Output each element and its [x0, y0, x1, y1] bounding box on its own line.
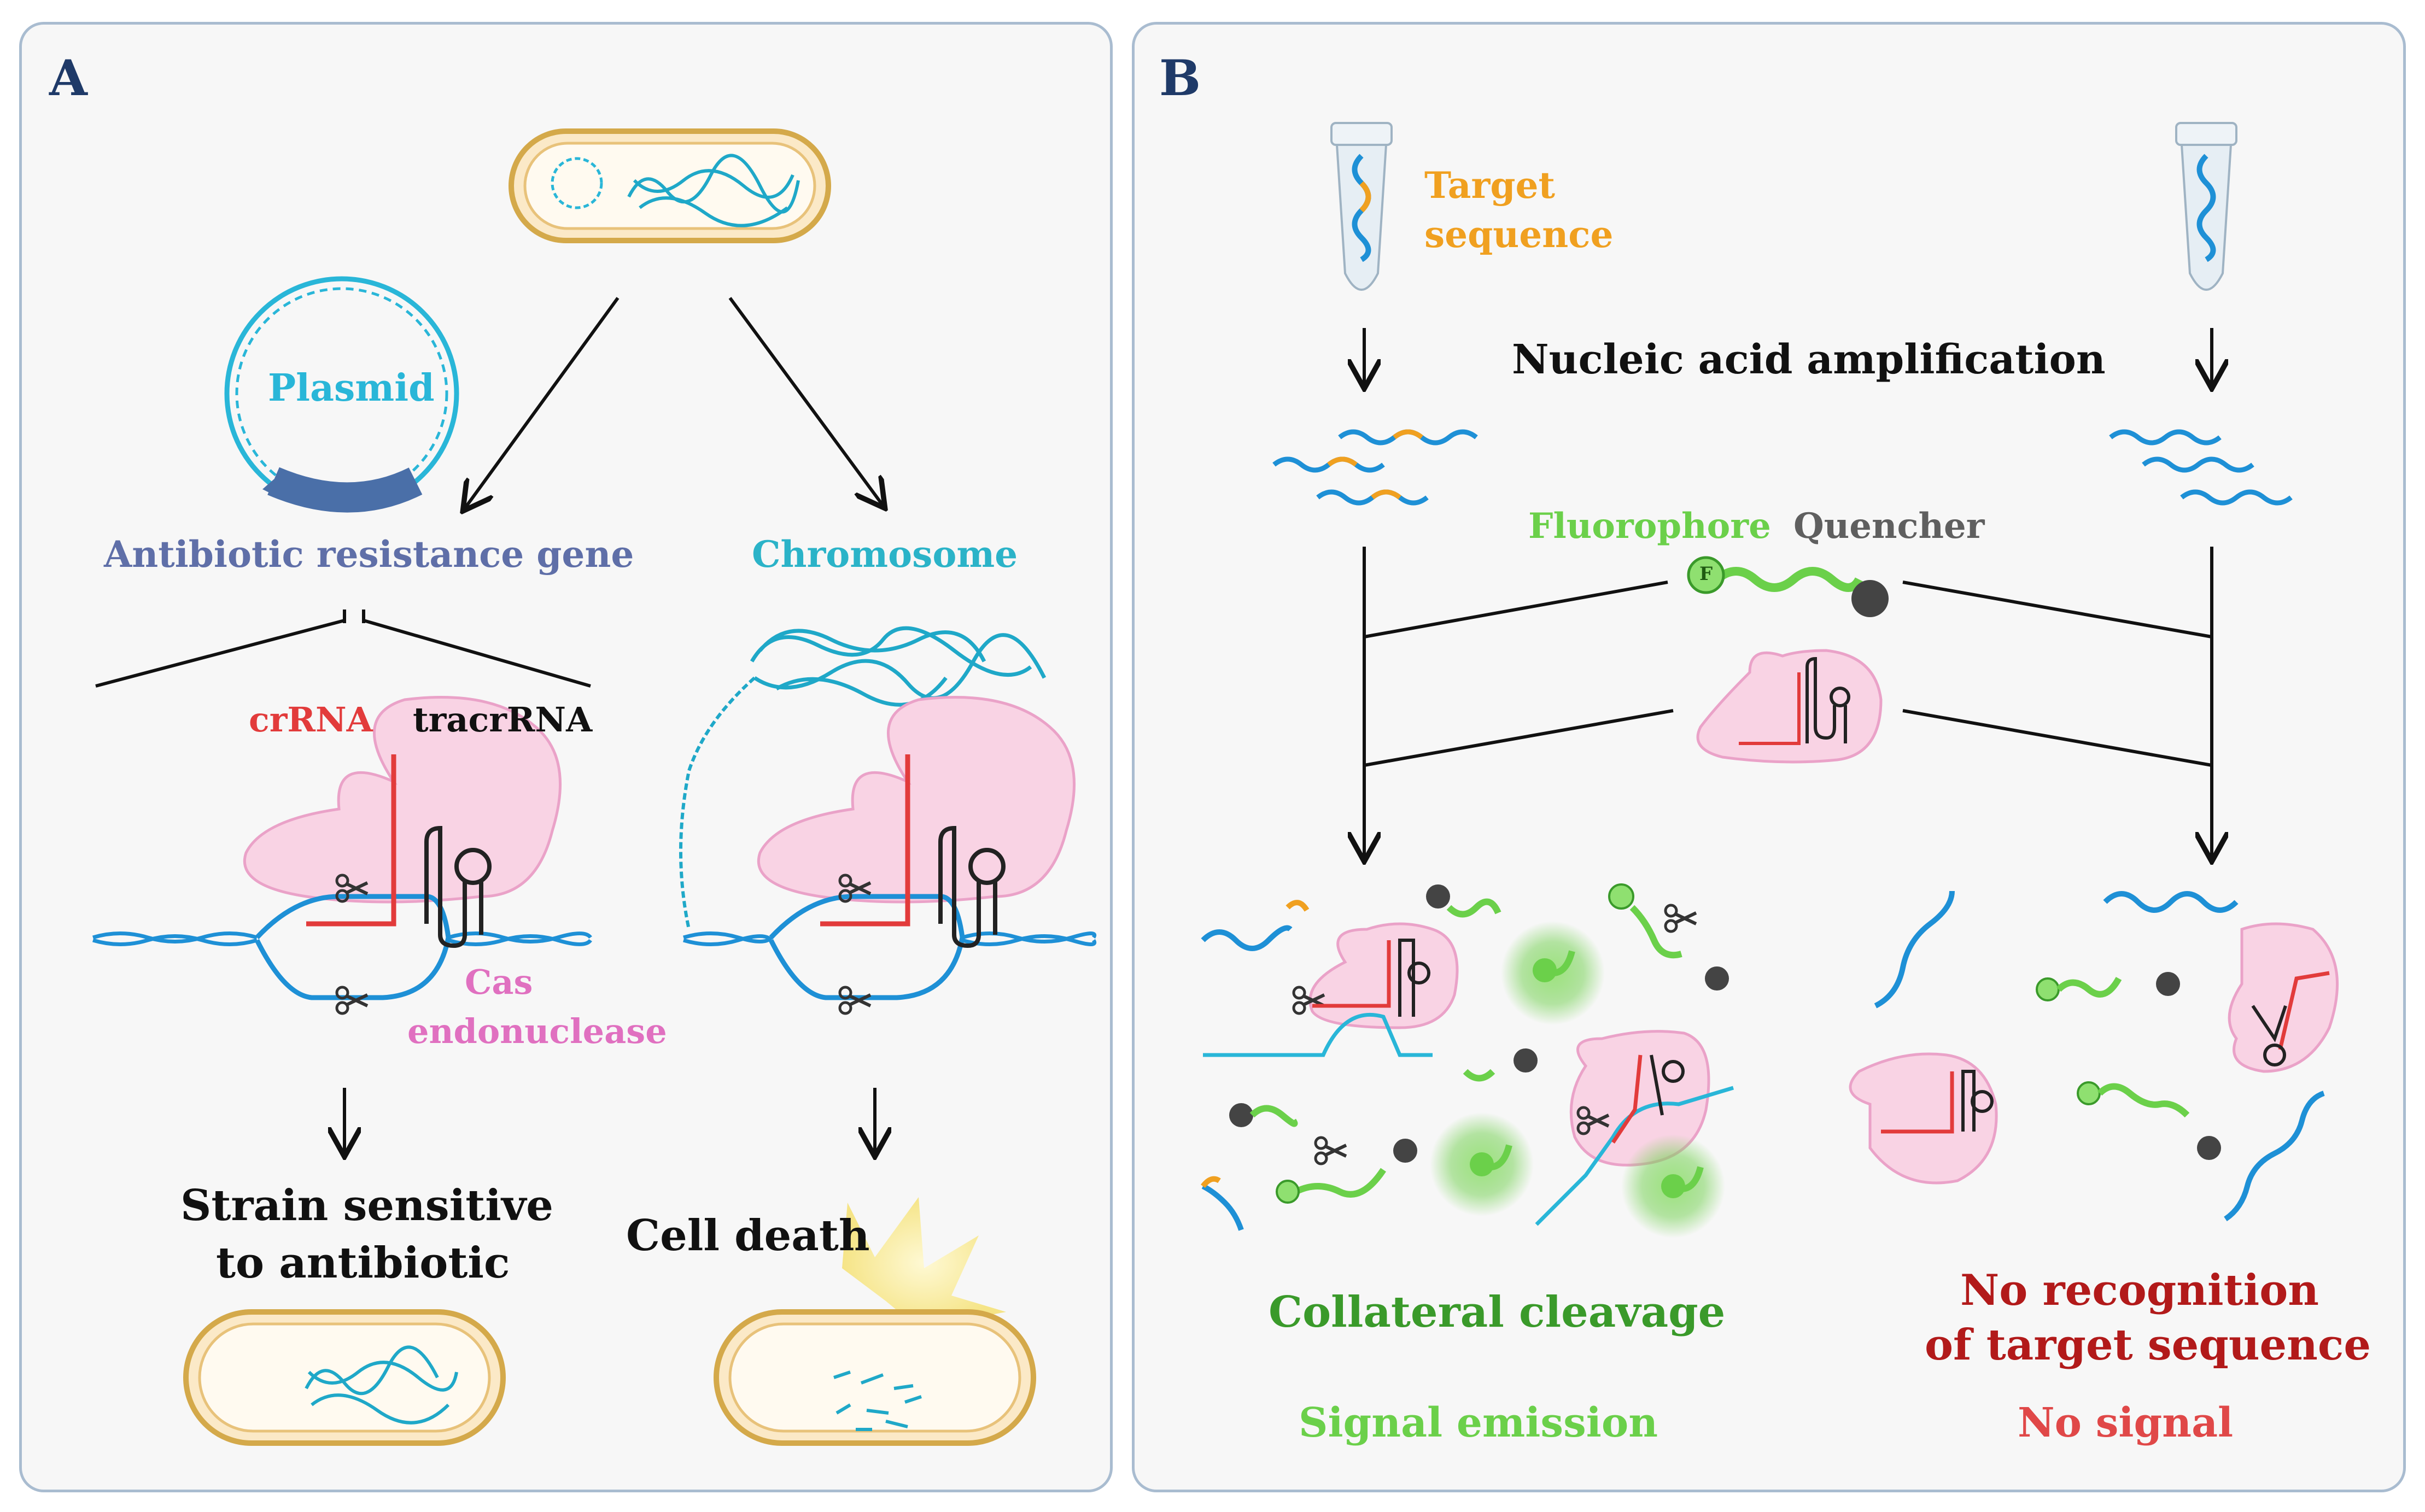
reporter-probe	[1687, 556, 1889, 617]
collateral-scene	[1201, 883, 1734, 1238]
no-recognition-line1: No recognition	[1960, 1265, 2319, 1315]
plasmid-label: Plasmid	[268, 366, 435, 410]
panel-a-letter: A	[49, 49, 87, 107]
no-recognition-line2: of target sequence	[1925, 1320, 2371, 1370]
crrna-label: crRNA	[249, 700, 373, 740]
cas-label-line1: Cas	[465, 962, 533, 1002]
amplification-label: Nucleic acid amplification	[1512, 336, 2106, 383]
antibiotic-gene-label: Antibiotic resistance gene	[104, 533, 634, 576]
plasmid-ring	[224, 276, 459, 513]
tube-left	[1330, 122, 1393, 291]
tube-right	[2175, 122, 2237, 291]
tracrrna-label: tracrRNA	[413, 700, 593, 740]
fluorophore-label: Fluorophore	[1528, 506, 1771, 547]
cas-complex-left	[92, 696, 592, 1013]
quencher-label: Quencher	[1793, 506, 1985, 547]
amplicons-left	[1272, 429, 1478, 506]
cas-complex-right	[682, 696, 1097, 1013]
bacterium-bottom-left	[183, 1309, 506, 1446]
collateral-cleavage-label: Collateral cleavage	[1269, 1287, 1726, 1337]
signal-emission-label: Signal emission	[1299, 1399, 1658, 1446]
bacterium-bottom-right	[714, 1197, 1036, 1446]
fluorophore-letter: F	[1699, 563, 1713, 585]
target-label-line1: Target	[1424, 164, 1555, 207]
amplicons-right	[2109, 429, 2293, 506]
target-label-line2: sequence	[1424, 213, 1614, 256]
strain-sensitive-line1: Strain sensitive	[180, 1181, 553, 1230]
cas-label-line2: endonuclease	[407, 1011, 667, 1051]
bacterium-top	[509, 128, 831, 243]
panel-b-letter: B	[1159, 49, 1201, 107]
chromosome-label: Chromosome	[752, 533, 1018, 576]
cell-death-label: Cell death	[626, 1211, 870, 1261]
cas-complex-center	[1696, 649, 1883, 764]
no-recognition-scene	[1849, 890, 2339, 1222]
no-signal-label: No signal	[2018, 1399, 2234, 1446]
chromosome-tangle	[679, 626, 1047, 930]
strain-sensitive-line2: to antibiotic	[216, 1238, 510, 1288]
